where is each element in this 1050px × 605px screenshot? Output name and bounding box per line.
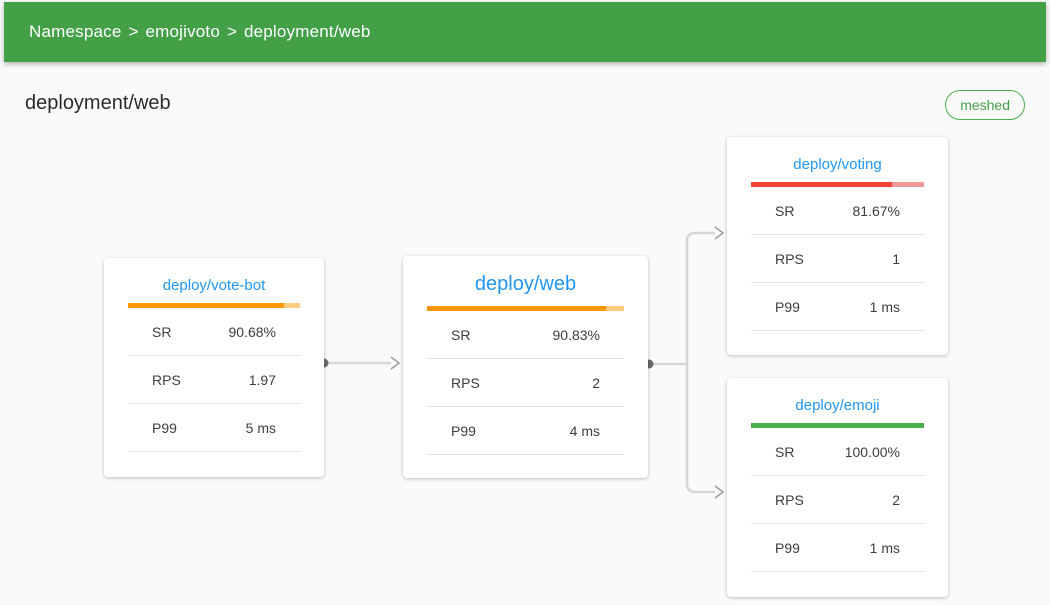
meshed-status-badge: meshed <box>945 90 1025 120</box>
metric-row-rps: RPS 1 <box>751 235 924 283</box>
success-rate-bar <box>751 423 924 428</box>
node-title-link[interactable]: deploy/voting <box>793 156 882 173</box>
node-card-deploy-vote-bot[interactable]: deploy/vote-bot SR 90.68% RPS 1.97 P99 5… <box>104 258 324 477</box>
metric-row-p99: P99 1 ms <box>751 524 924 572</box>
breadcrumb-separator: > <box>227 22 237 41</box>
metric-label: SR <box>775 202 795 219</box>
metric-row-sr: SR 90.83% <box>427 311 624 359</box>
success-rate-bar <box>751 182 924 187</box>
metric-label: P99 <box>152 419 177 436</box>
app-bar: Namespace > emojivoto > deployment/web <box>4 2 1046 62</box>
node-title-link[interactable]: deploy/web <box>474 273 577 295</box>
page-title: deployment/web <box>25 92 171 114</box>
metric-value: 90.83% <box>552 326 600 343</box>
arrowhead-icon <box>390 356 401 370</box>
metric-value: 100.00% <box>844 443 900 460</box>
arrowhead-icon <box>714 485 725 499</box>
metric-label: RPS <box>775 491 804 508</box>
node-card-deploy-voting[interactable]: deploy/voting SR 81.67% RPS 1 P99 1 ms <box>727 137 948 355</box>
metric-label: SR <box>451 326 471 343</box>
metric-label: RPS <box>775 250 804 267</box>
node-title-link[interactable]: deploy/vote-bot <box>162 277 266 294</box>
metric-value: 5 ms <box>245 419 276 436</box>
breadcrumb-separator: > <box>128 22 139 41</box>
node-card-deploy-emoji[interactable]: deploy/emoji SR 100.00% RPS 2 P99 1 ms <box>727 378 948 597</box>
metric-row-sr: SR 90.68% <box>128 308 300 356</box>
metric-label: SR <box>152 323 172 340</box>
breadcrumb-item-namespace[interactable]: Namespace <box>29 22 122 41</box>
metric-row-p99: P99 4 ms <box>427 407 624 455</box>
metric-value: 1.97 <box>248 371 276 388</box>
metric-value: 2 <box>592 374 600 391</box>
success-rate-bar <box>427 306 624 311</box>
breadcrumb-item-emojivoto[interactable]: emojivoto <box>145 22 221 41</box>
metric-row-rps: RPS 1.97 <box>128 356 300 404</box>
metric-row-p99: P99 1 ms <box>751 283 924 331</box>
metric-value: 1 <box>892 250 900 267</box>
metric-row-p99: P99 5 ms <box>128 404 300 452</box>
metric-label: RPS <box>451 374 480 391</box>
edge-web-to-emoji <box>685 364 725 499</box>
node-title-link[interactable]: deploy/emoji <box>795 397 880 414</box>
metric-value: 2 <box>892 491 900 508</box>
success-rate-bar <box>128 303 300 308</box>
metric-label: SR <box>775 443 795 460</box>
metric-value: 1 ms <box>869 539 900 556</box>
metric-value: 1 ms <box>869 298 900 315</box>
node-card-deploy-web[interactable]: deploy/web SR 90.83% RPS 2 P99 4 ms <box>403 256 648 478</box>
metric-value: 90.68% <box>228 323 276 340</box>
metric-row-sr: SR 81.67% <box>751 187 924 235</box>
arrowhead-icon <box>714 226 725 240</box>
metric-row-sr: SR 100.00% <box>751 428 924 476</box>
metric-label: RPS <box>152 371 181 388</box>
metric-label: P99 <box>451 422 476 439</box>
metric-label: P99 <box>775 539 800 556</box>
metric-label: P99 <box>775 298 800 315</box>
metric-row-rps: RPS 2 <box>751 476 924 524</box>
edge-web-to-voting <box>644 226 725 369</box>
metric-value: 4 ms <box>569 422 600 439</box>
edge-vote-bot-to-web <box>319 356 401 370</box>
metric-value: 81.67% <box>852 202 900 219</box>
metric-row-rps: RPS 2 <box>427 359 624 407</box>
breadcrumb-item-deployment-web[interactable]: deployment/web <box>243 22 371 41</box>
